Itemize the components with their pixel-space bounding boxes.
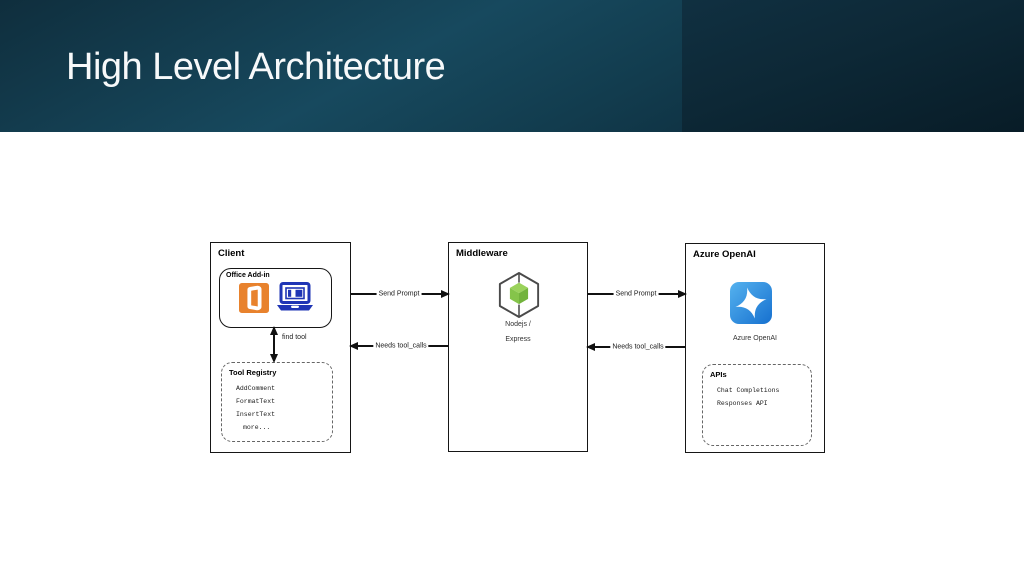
apis-title: APIs xyxy=(710,370,727,379)
header-right-panel xyxy=(682,0,1024,132)
middleware-box: Middleware Nodejs / Express xyxy=(448,242,588,452)
laptop-icon xyxy=(275,282,315,319)
find-tool-arrow xyxy=(269,326,278,363)
apis-item: Chat Completions xyxy=(717,387,780,394)
office-addin-box: Office Add-in xyxy=(219,268,332,328)
arrow-label-needs-tool-calls-2: Needs tool_calls xyxy=(610,343,666,351)
client-box: Client Office Add-in xyxy=(210,242,351,453)
tool-registry-item-more: more... xyxy=(243,424,271,431)
arrowhead-left-icon xyxy=(586,343,595,351)
client-box-title: Client xyxy=(218,248,245,259)
tool-registry-item: FormatText xyxy=(236,398,276,405)
azure-caption: Azure OpenAI xyxy=(733,335,777,342)
apis-item: Responses API xyxy=(717,400,768,407)
arrow-label-send-prompt-2: Send Prompt xyxy=(613,290,659,298)
middleware-caption-line2: Express xyxy=(505,336,531,343)
azure-box-title: Azure OpenAI xyxy=(693,249,756,260)
page-title: High Level Architecture xyxy=(66,46,446,88)
arrowhead-up-icon xyxy=(269,326,278,335)
apis-box: APIs Chat Completions Responses API xyxy=(702,364,812,446)
arrowhead-right-icon xyxy=(678,290,687,298)
tool-registry-item: AddComment xyxy=(236,385,276,392)
arrowhead-left-icon xyxy=(349,342,358,350)
middleware-caption: Nodejs / Express xyxy=(449,317,587,347)
middleware-caption-line1: Nodejs / xyxy=(505,321,531,328)
arrowhead-right-icon xyxy=(441,290,450,298)
arrow-label-send-prompt-1: Send Prompt xyxy=(376,290,422,298)
apis-list: Chat Completions Responses API xyxy=(703,384,811,410)
tool-registry-box: Tool Registry AddComment FormatText Inse… xyxy=(221,362,333,442)
header-banner: High Level Architecture xyxy=(0,0,1024,132)
tool-registry-title: Tool Registry xyxy=(229,368,277,377)
arrowhead-down-icon xyxy=(269,354,278,363)
office-addin-title: Office Add-in xyxy=(226,272,270,279)
azure-openai-icon xyxy=(730,282,772,329)
office-icon xyxy=(239,283,269,318)
tool-registry-list: AddComment FormatText InsertText more... xyxy=(222,382,332,434)
nodejs-cube-icon xyxy=(497,271,541,324)
find-tool-label: find tool xyxy=(282,334,307,341)
middleware-box-title: Middleware xyxy=(456,248,508,259)
arrow-label-needs-tool-calls-1: Needs tool_calls xyxy=(373,342,429,350)
azure-openai-box: Azure OpenAI Azure OpenAI APIs Chat Comp… xyxy=(685,243,825,453)
tool-registry-item: InsertText xyxy=(236,411,276,418)
